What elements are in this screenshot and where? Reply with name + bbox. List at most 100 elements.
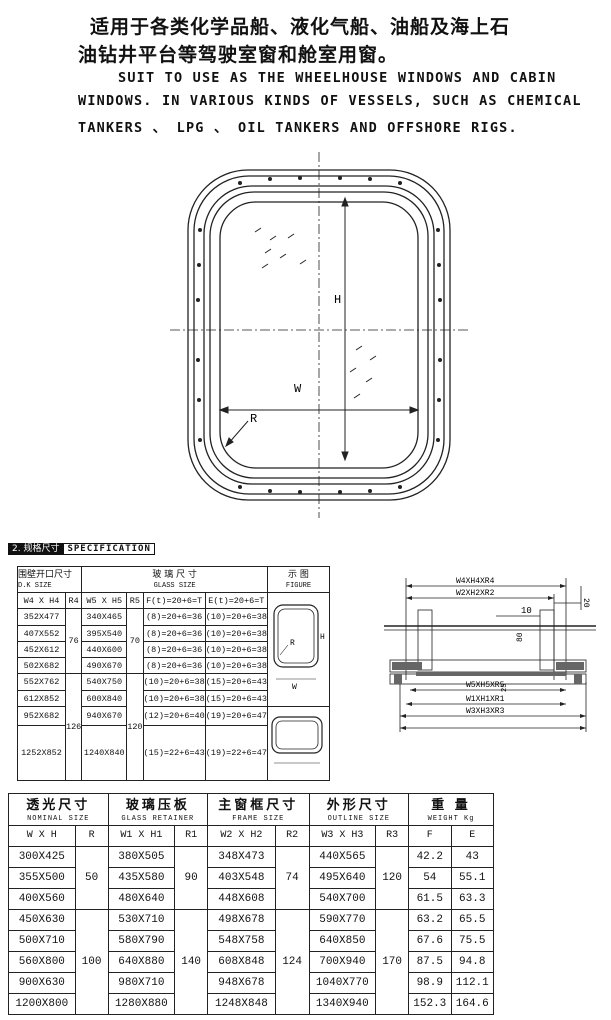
nom-w3-8: 1340X940 xyxy=(308,992,377,1015)
spec-figure-a: H R W xyxy=(266,592,331,707)
nom-sub-r3: R3 xyxy=(375,824,410,847)
spec-h-fig-en: FIGURE xyxy=(266,580,331,593)
spec-r5-b: 120 xyxy=(126,673,144,781)
nom-f-5: 67.6 xyxy=(408,929,452,952)
nom-f-6: 87.5 xyxy=(408,950,452,973)
nom-w2-7: 948X678 xyxy=(207,971,276,994)
nom-h-gr-cn: 玻璃压板 xyxy=(107,793,209,813)
nom-e-1: 43 xyxy=(450,845,495,868)
nom-sub-e: E xyxy=(450,824,495,847)
nom-w3-3: 540X700 xyxy=(308,887,377,910)
nom-h-out-en: OUTLINE SIZE xyxy=(308,813,410,826)
nom-e-6: 94.8 xyxy=(450,950,495,973)
sec-bot2: W1XH1XR1 xyxy=(466,695,505,704)
spec-sub-r4: R4 xyxy=(64,592,83,609)
spec-e-4: (10)=20+6=38 xyxy=(204,657,268,674)
nom-r3-a: 120 xyxy=(375,845,410,910)
nom-h-nom-en: NOMINAL SIZE xyxy=(8,813,109,826)
nom-f-2: 54 xyxy=(408,866,452,889)
nom-wh-1: 300X425 xyxy=(8,845,76,868)
nom-w1-4: 530X710 xyxy=(107,908,176,931)
spec-w5-3: 440X600 xyxy=(81,641,128,658)
nom-h-gr-en: GLASS RETAINER xyxy=(107,813,209,826)
nom-w2-3: 448X608 xyxy=(207,887,276,910)
figure-rounded-window: H R W xyxy=(273,604,325,692)
section-number: 2. 规格尺寸 xyxy=(8,543,64,555)
nom-wh-5: 500X710 xyxy=(8,929,76,952)
spec-dk-1: 352X477 xyxy=(17,608,66,626)
nom-wh-3: 400X560 xyxy=(8,887,76,910)
spec-sub-r5: R5 xyxy=(126,592,144,609)
nom-f-8: 152.3 xyxy=(408,992,452,1015)
nom-f-3: 61.5 xyxy=(408,887,452,910)
sec-d80: 80 xyxy=(516,632,525,642)
window-front-drawing: H W R xyxy=(170,152,470,518)
fig-h: H xyxy=(320,633,325,642)
nom-w2-5: 548X758 xyxy=(207,929,276,952)
sec-top2: W2XH2XR2 xyxy=(456,589,495,598)
nom-r-b: 100 xyxy=(74,908,109,1015)
spec-f-6: (10)=20+6=38 xyxy=(142,690,206,707)
nom-w1-6: 640X880 xyxy=(107,950,176,973)
nom-w3-6: 700X940 xyxy=(308,950,377,973)
spec-sub-e: E(t)=20+6=T xyxy=(204,592,268,609)
nom-w3-5: 640X850 xyxy=(308,929,377,952)
nom-wh-4: 450X630 xyxy=(8,908,76,931)
sec-bot1: W5XH5XR5 xyxy=(466,681,505,690)
nom-w2-1: 348X473 xyxy=(207,845,276,868)
sec-d10: 10 xyxy=(521,606,532,616)
spec-r4-b: 126 xyxy=(64,673,83,781)
nom-f-1: 42.2 xyxy=(408,845,452,868)
figure-wide-window xyxy=(271,716,324,764)
nom-h-fr-en: FRAME SIZE xyxy=(207,813,310,826)
header-en-line3: TANKERS 、 LPG 、 OIL TANKERS AND OFFSHORE… xyxy=(78,120,518,136)
label-w: W xyxy=(294,382,302,396)
nom-w1-7: 980X710 xyxy=(107,971,176,994)
spec-e-5: (15)=20+6=43 xyxy=(204,673,268,691)
spec-r4-a: 76 xyxy=(64,608,83,674)
nom-sub-w1h1: W1 X H1 xyxy=(107,824,176,847)
section-title: SPECIFICATION xyxy=(63,543,155,555)
nom-r2-b: 124 xyxy=(274,908,310,1015)
nom-w3-1: 440X565 xyxy=(308,845,377,868)
spec-f-3: (8)=20+6=36 xyxy=(142,641,206,658)
nom-e-8: 164.6 xyxy=(450,992,495,1015)
nom-sub-wh: W X H xyxy=(8,824,76,847)
nom-wh-2: 355X500 xyxy=(8,866,76,889)
sec-bot3: W3XH3XR3 xyxy=(466,707,505,716)
spec-e-8: (19)=22+6=47 xyxy=(204,724,268,781)
header-cn-line2: 油钻井平台等驾驶室窗和舱室用窗。 xyxy=(78,44,399,66)
section-hatch xyxy=(392,662,584,684)
window-section-drawing: W4XH4XR4 W2XH2XR2 10 20 80 25 W5XH5XR5 W… xyxy=(384,577,596,732)
sec-top1: W4XH4XR4 xyxy=(456,577,495,586)
spec-f-2: (8)=20+6=36 xyxy=(142,625,206,642)
nom-r-a: 50 xyxy=(74,845,109,910)
spec-w5-2: 395X540 xyxy=(81,625,128,642)
spec-e-3: (10)=20+6=38 xyxy=(204,641,268,658)
header-en-line1: SUIT TO USE AS THE WHEELHOUSE WINDOWS AN… xyxy=(118,70,557,86)
nom-e-7: 112.1 xyxy=(450,971,495,994)
nom-sub-r: R xyxy=(74,824,109,847)
label-r: R xyxy=(250,412,257,426)
spec-e-7: (19)=20+6=47 xyxy=(204,706,268,726)
spec-w5-7: 940X670 xyxy=(81,706,128,726)
nom-f-4: 63.2 xyxy=(408,908,452,931)
nom-w3-2: 495X640 xyxy=(308,866,377,889)
nom-w3-7: 1040X770 xyxy=(308,971,377,994)
nom-f-7: 98.9 xyxy=(408,971,452,994)
nominal-size-table: 透光尺寸 玻璃压板 主窗框尺寸 外形尺寸 重 量 NOMINAL SIZE GL… xyxy=(8,793,495,1015)
nom-w2-8: 1248X848 xyxy=(207,992,276,1015)
sec-d20: 20 xyxy=(581,598,590,608)
nom-h-out-cn: 外形尺寸 xyxy=(308,793,410,813)
spec-h-dk-cn: 围壁开口尺寸 xyxy=(16,566,83,581)
nom-h-wt-cn: 重 量 xyxy=(408,793,494,813)
spec-h-fig-cn: 示 图 xyxy=(266,566,331,581)
nom-sub-w2h2: W2 X H2 xyxy=(207,824,276,847)
spec-dk-6: 612X852 xyxy=(17,690,66,707)
spec-e-2: (10)=20+6=38 xyxy=(204,625,268,642)
bolts xyxy=(196,176,442,494)
spec-h-dk-en: D.K SIZE xyxy=(16,580,83,593)
spec-w5-1: 340X465 xyxy=(81,608,128,626)
spec-w5-4: 490X670 xyxy=(81,657,128,674)
